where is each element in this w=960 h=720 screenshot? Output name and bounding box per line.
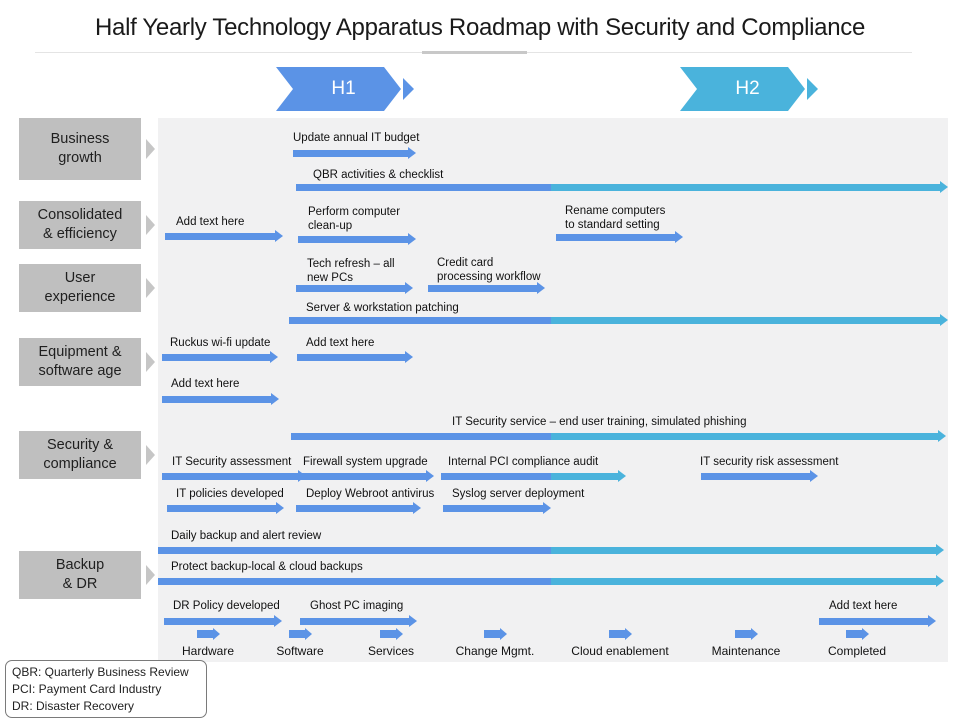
abbreviation-dr: DR: Disaster Recovery xyxy=(12,699,135,713)
task-it-security-service-arrow xyxy=(291,430,946,442)
abbreviation-qbr: QBR: Quarterly Business Review xyxy=(12,665,189,679)
phase-h1-header: H1 xyxy=(276,67,401,111)
task-qbr-activities-label: QBR activities & checklist xyxy=(313,169,444,181)
category-pointer xyxy=(146,445,155,465)
task-ruckus-wifi-update-label: Ruckus wi-fi update xyxy=(170,337,271,349)
task-perform-computer-cleanup-label: Perform computer clean-up xyxy=(308,206,401,232)
task-add-text-equipment-1-arrow xyxy=(297,351,413,363)
task-syslog-server-deployment-label: Syslog server deployment xyxy=(452,488,585,500)
category-pointer xyxy=(146,139,155,159)
title-accent-bar xyxy=(422,51,527,54)
phase-h1-pointer xyxy=(403,78,414,100)
task-daily-backup-review-arrow xyxy=(158,544,944,556)
task-it-policies-developed-arrow xyxy=(167,502,284,514)
task-server-workstation-patching-arrow xyxy=(289,314,948,326)
category-security-compliance: Security & compliance xyxy=(19,431,141,479)
category-consolidated-efficiency: Consolidated & efficiency xyxy=(19,201,141,249)
task-perform-computer-cleanup-arrow xyxy=(298,233,416,245)
roadmap-panel xyxy=(158,118,948,662)
abbreviations-box: QBR: Quarterly Business Review PCI: Paym… xyxy=(5,660,207,718)
task-ruckus-wifi-update-arrow xyxy=(162,351,278,363)
task-credit-card-workflow-label: Credit card processing workflow xyxy=(437,257,541,283)
legend-label-completed: Completed xyxy=(827,644,887,658)
task-rename-computers-arrow xyxy=(556,231,683,243)
task-ghost-pc-imaging-arrow xyxy=(300,615,417,627)
category-business-growth: Business growth xyxy=(19,118,141,180)
category-pointer xyxy=(146,352,155,372)
task-update-annual-it-budget-arrow xyxy=(293,147,416,159)
task-firewall-system-upgrade-arrow xyxy=(299,470,434,482)
task-it-security-assessment-label: IT Security assessment xyxy=(172,456,292,468)
task-add-text-backup-arrow xyxy=(819,615,936,627)
category-user-experience: User experience xyxy=(19,264,141,312)
abbreviation-pci: PCI: Payment Card Industry xyxy=(12,682,162,696)
task-it-security-risk-assessment-arrow xyxy=(701,470,818,482)
category-pointer xyxy=(146,278,155,298)
task-internal-pci-audit-label: Internal PCI compliance audit xyxy=(448,456,599,468)
legend-label-software: Software xyxy=(276,644,324,658)
phase-h1-label: H1 xyxy=(331,78,356,99)
task-daily-backup-review-label: Daily backup and alert review xyxy=(171,530,322,542)
task-protect-backup-arrow xyxy=(158,575,944,587)
task-add-text-equipment-2-label: Add text here xyxy=(171,378,240,390)
phase-h2-pointer xyxy=(807,78,818,100)
page-title: Half Yearly Technology Apparatus Roadmap… xyxy=(95,14,865,41)
task-it-security-service-label: IT Security service – end user training,… xyxy=(452,416,747,428)
task-it-security-assessment-arrow xyxy=(162,470,306,482)
category-equipment-software-age: Equipment & software age xyxy=(19,338,141,386)
task-tech-refresh-arrow xyxy=(296,282,413,294)
task-it-security-risk-assessment-label: IT security risk assessment xyxy=(700,456,839,468)
category-pointer xyxy=(146,565,155,585)
task-ghost-pc-imaging-label: Ghost PC imaging xyxy=(310,600,404,612)
task-add-text-consolidated-arrow xyxy=(165,230,283,242)
task-tech-refresh-label: Tech refresh – all new PCs xyxy=(307,258,395,284)
task-dr-policy-developed-label: DR Policy developed xyxy=(173,600,280,612)
legend-label-services: Services xyxy=(367,644,414,658)
task-server-workstation-patching-label: Server & workstation patching xyxy=(306,302,459,314)
task-firewall-system-upgrade-label: Firewall system upgrade xyxy=(303,456,428,468)
legend-label-hardware: Hardware xyxy=(181,644,235,658)
phase-h2-label: H2 xyxy=(735,78,760,99)
task-deploy-webroot-antivirus-label: Deploy Webroot antivirus xyxy=(306,488,435,500)
task-protect-backup-label: Protect backup-local & cloud backups xyxy=(171,561,363,573)
task-add-text-consolidated-label: Add text here xyxy=(176,216,245,228)
task-add-text-backup-label: Add text here xyxy=(829,600,898,612)
legend-label-cloud-enablement: Cloud enablement xyxy=(571,644,669,658)
task-dr-policy-developed-arrow xyxy=(164,615,282,627)
legend-label-change-mgmt: Change Mgmt. xyxy=(455,644,535,658)
task-syslog-server-deployment-arrow xyxy=(443,502,551,514)
phase-h2-header: H2 xyxy=(680,67,805,111)
task-credit-card-workflow-arrow xyxy=(428,282,545,294)
task-add-text-equipment-1-label: Add text here xyxy=(306,337,375,349)
task-rename-computers-label: Rename computers to standard setting xyxy=(565,205,666,231)
task-update-annual-it-budget-label: Update annual IT budget xyxy=(293,132,420,144)
task-deploy-webroot-antivirus-arrow xyxy=(296,502,421,514)
category-backup-dr: Backup & DR xyxy=(19,551,141,599)
category-pointer xyxy=(146,215,155,235)
task-internal-pci-audit-arrow xyxy=(441,470,626,482)
legend-label-maintenance: Maintenance xyxy=(711,644,781,658)
task-it-policies-developed-label: IT policies developed xyxy=(176,488,284,500)
task-add-text-equipment-2-arrow xyxy=(162,393,279,405)
task-qbr-activities-arrow xyxy=(296,181,948,193)
